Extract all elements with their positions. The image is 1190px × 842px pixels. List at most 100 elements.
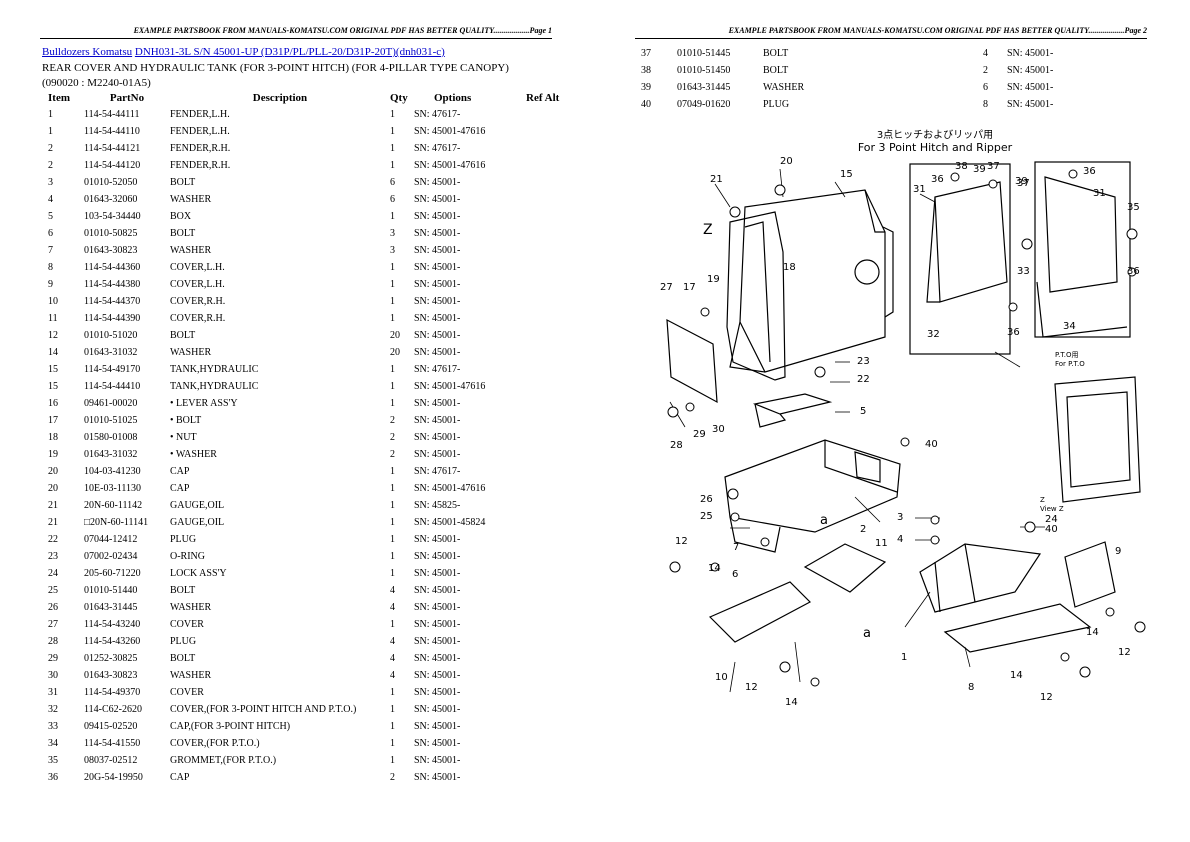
cell-qty: 1 <box>390 568 395 579</box>
cell-description: • WASHER <box>170 449 217 460</box>
cell-ref-alt <box>526 412 576 429</box>
cell-options: SN: 45001- <box>414 670 461 681</box>
cell-options: SN: 47617- <box>414 143 461 154</box>
cell-ref-alt <box>1099 96 1149 113</box>
breadcrumb-link-model[interactable]: DNH031-3L S/N 45001-UP (D31P/PL/PLL-20/D… <box>134 46 445 58</box>
cell-ref-alt <box>526 123 576 140</box>
cell-qty: 1 <box>390 126 395 137</box>
cell-item: 14 <box>48 347 58 358</box>
cell-ref-alt <box>526 276 576 293</box>
cell-partno: 09461-00020 <box>84 398 138 409</box>
cell-description: TANK,HYDRAULIC <box>170 364 259 375</box>
cell-partno: 114-54-44110 <box>84 126 140 137</box>
cell-partno: 114-54-49370 <box>84 687 141 698</box>
cell-description: BOLT <box>763 48 789 59</box>
cell-qty: 1 <box>390 466 395 477</box>
part-callout-36: 36 <box>1127 266 1140 277</box>
cell-options: SN: 45001- <box>414 296 461 307</box>
cell-description: WASHER <box>170 245 212 256</box>
part-callout-12: 12 <box>1040 692 1053 703</box>
cell-partno: 114-54-44121 <box>84 143 141 154</box>
cell-qty: 4 <box>983 48 988 59</box>
cell-options: SN: 45001- <box>414 772 461 783</box>
cell-description: BOX <box>170 211 192 222</box>
cell-qty: 1 <box>390 551 395 562</box>
cell-options: SN: 45001- <box>414 653 461 664</box>
cell-qty: 4 <box>390 653 395 664</box>
cell-ref-alt <box>526 480 576 497</box>
cell-options: SN: 45001- <box>414 551 461 562</box>
cell-item: 28 <box>48 636 58 647</box>
cell-options: SN: 45001- <box>414 721 461 732</box>
cell-qty: 1 <box>390 279 395 290</box>
cell-partno: 01010-51020 <box>84 330 138 341</box>
cell-partno: 103-54-34440 <box>84 211 141 222</box>
cell-partno: 114-54-49170 <box>84 364 141 375</box>
z-view-label-1: Z <box>1040 496 1045 504</box>
part-callout-18: 18 <box>783 262 796 273</box>
cell-partno: 01643-31032 <box>84 347 138 358</box>
cell-partno: 01643-31032 <box>84 449 138 460</box>
z-view-label-2: View Z <box>1040 505 1064 513</box>
cell-qty: 1 <box>390 364 395 375</box>
cell-description: WASHER <box>170 602 212 613</box>
cell-options: SN: 45001- <box>414 585 461 596</box>
cell-qty: 1 <box>390 109 395 120</box>
cell-item: 11 <box>48 313 58 324</box>
parts-table: Item PartNo Description Qty Options Ref … <box>42 90 576 786</box>
cell-options: SN: 45001- <box>414 211 461 222</box>
breadcrumb-link-category[interactable]: Bulldozers Komatsu <box>42 46 133 58</box>
cell-item: 6 <box>48 228 53 239</box>
cell-options: SN: 45001- <box>1007 48 1054 59</box>
cell-qty: 1 <box>390 381 395 392</box>
cell-ref-alt <box>526 310 576 327</box>
part-callout-3: 3 <box>897 512 903 523</box>
part-callout-37: 37 <box>987 161 1000 172</box>
cell-item: 2 <box>48 160 53 171</box>
part-callout-21: 21 <box>710 174 723 185</box>
cell-ref-alt <box>526 293 576 310</box>
cell-item: 12 <box>48 330 58 341</box>
cell-ref-alt <box>526 769 576 786</box>
cell-description: • LEVER ASS'Y <box>170 398 238 409</box>
cell-item: 21 <box>48 500 58 511</box>
cell-item: 9 <box>48 279 53 290</box>
cell-qty: 6 <box>390 177 395 188</box>
cell-description: BOLT <box>170 330 196 341</box>
cell-ref-alt <box>1099 62 1149 79</box>
part-callout-39: 39 <box>1015 176 1028 187</box>
cell-description: FENDER,L.H. <box>170 126 230 137</box>
cell-item: 34 <box>48 738 58 749</box>
cell-ref-alt <box>526 684 576 701</box>
cell-description: TANK,HYDRAULIC <box>170 381 259 392</box>
cell-ref-alt <box>526 446 576 463</box>
cell-ref-alt <box>526 174 576 191</box>
cell-item: 35 <box>48 755 58 766</box>
cell-options: SN: 45001- <box>414 415 461 426</box>
part-callout-24: 24 <box>1045 514 1058 525</box>
cell-description: O-RING <box>170 551 205 562</box>
cell-qty: 20 <box>390 330 400 341</box>
part-callout-40: 40 <box>925 439 938 450</box>
cell-description: PLUG <box>763 99 790 110</box>
cell-options: SN: 45001- <box>414 245 461 256</box>
part-callout-35: 35 <box>1127 202 1140 213</box>
part-callout-14: 14 <box>785 697 798 708</box>
cell-description: BOLT <box>170 228 196 239</box>
part-callout-12: 12 <box>675 536 688 547</box>
cell-item: 27 <box>48 619 58 630</box>
column-header-item: Item <box>48 92 70 104</box>
part-callout-36: 36 <box>1007 327 1020 338</box>
cell-ref-alt <box>526 599 576 616</box>
